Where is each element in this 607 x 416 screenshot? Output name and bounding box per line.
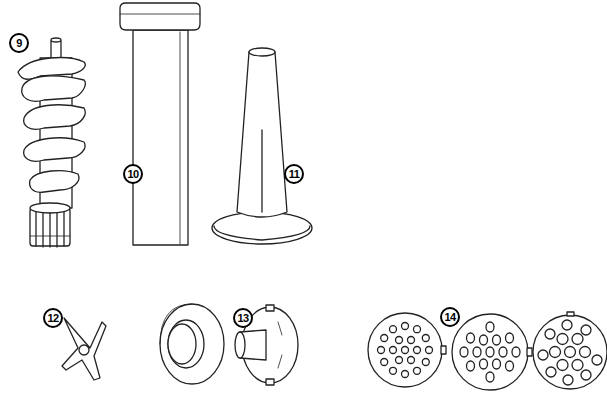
callout-number: 12: [43, 308, 63, 328]
callout-number: 14: [440, 307, 460, 327]
sausage-funnel: [212, 48, 312, 244]
grinding-plates: [368, 312, 607, 390]
callout-number: 9: [9, 33, 29, 53]
cutting-blade: [62, 318, 106, 380]
callout-number: 10: [123, 164, 143, 184]
callout-number: 13: [233, 308, 253, 328]
ring-and-adapter: [160, 304, 298, 385]
auger: [18, 38, 85, 247]
callout-number: 11: [284, 164, 304, 184]
food-pusher: [120, 3, 200, 245]
